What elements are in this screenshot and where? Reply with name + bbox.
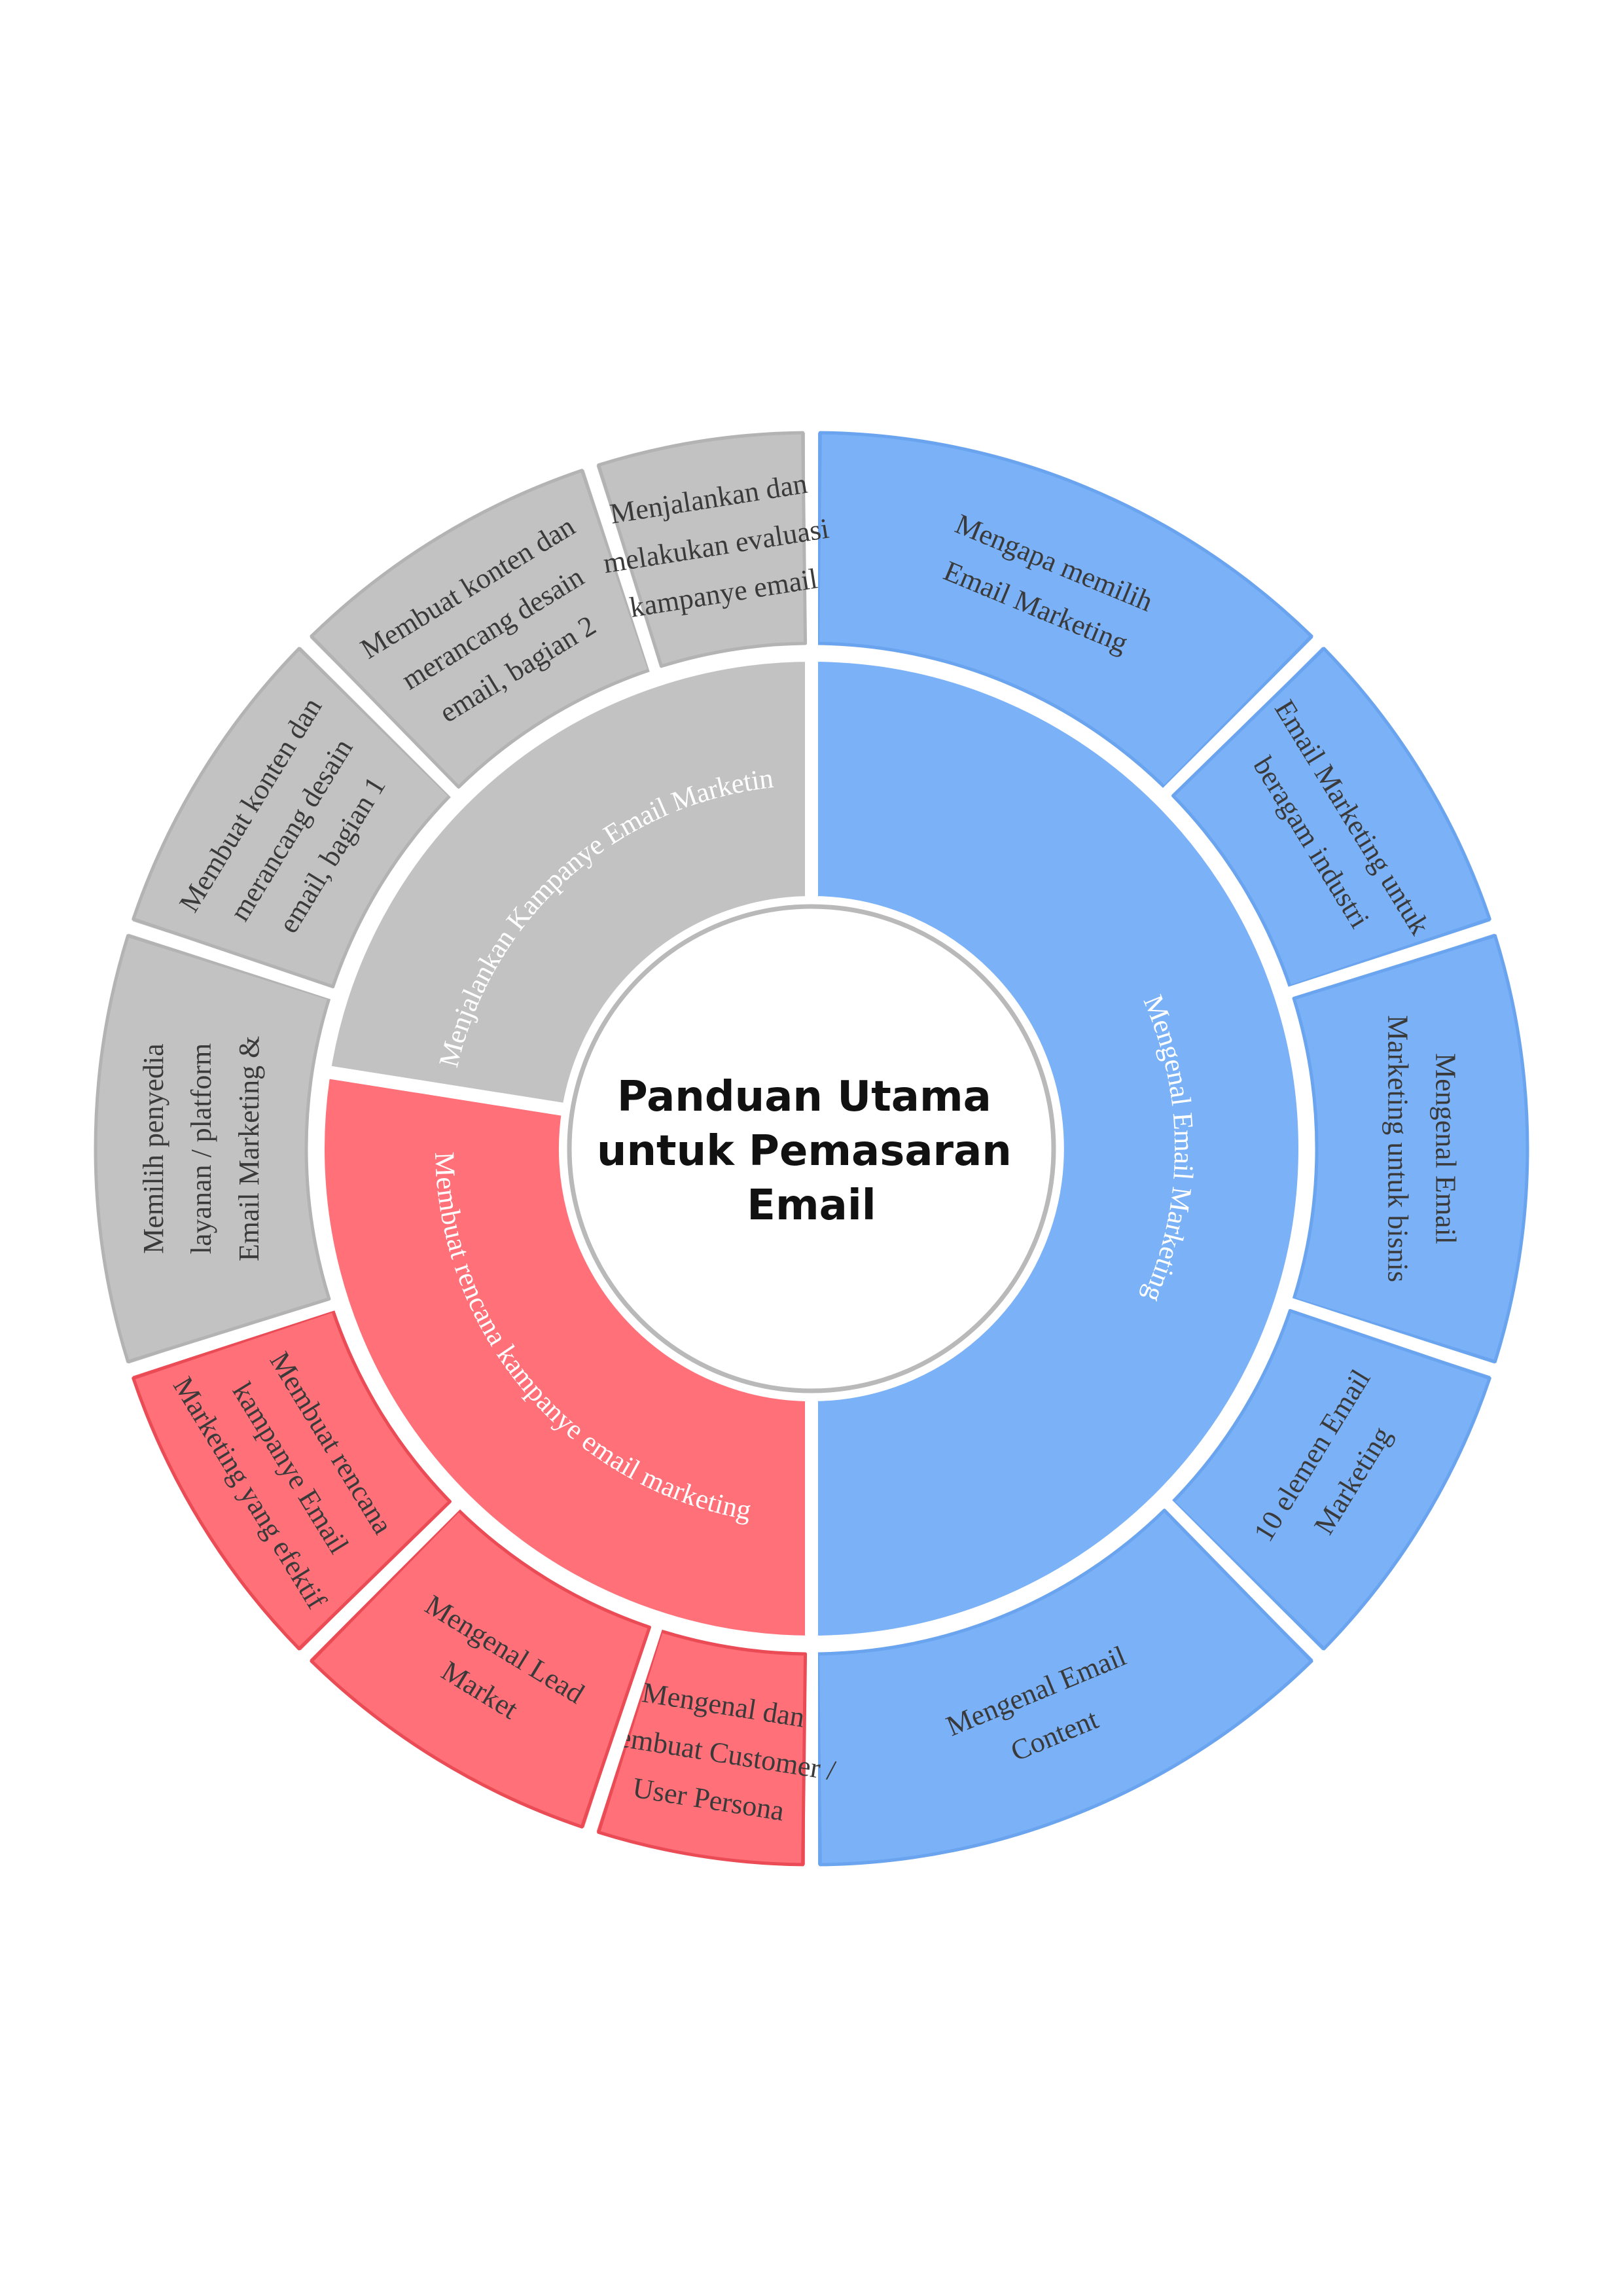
inner-segment-shape <box>312 1065 818 1649</box>
inner-segment-shape <box>805 649 1311 1649</box>
outer-segment-border <box>597 431 808 668</box>
outer-segment-label-line: Memilih penyedia <box>137 1043 169 1253</box>
center-title-line-1: Panduan Utama <box>617 1073 991 1121</box>
center-title: Panduan Utama untuk Pemasaran Email <box>597 1073 1026 1230</box>
outer-segment-label-line: Email Marketing & <box>233 1036 265 1262</box>
outer-segment-1: Mengapa memilihEmail Marketing <box>805 420 1329 803</box>
outer-segment-label-line: Mengenal Email <box>1430 1053 1462 1244</box>
outer-segment-border <box>94 934 331 1363</box>
outer-segment-border <box>597 1629 808 1867</box>
center-title-line-3: Email <box>747 1181 876 1230</box>
inner-segment-1: Mengenal Email Marketing <box>805 649 1311 1649</box>
outer-segment-9: Memilih penyedia layanan / platform Email … <box>82 918 344 1379</box>
center-circle: Panduan Utama untuk Pemasaran Email <box>567 904 1056 1393</box>
outer-segment-border <box>1292 934 1529 1363</box>
outer-segment-border <box>132 647 452 988</box>
outer-segment-12: Menjalankan danmelakukan evaluasikampany… <box>581 420 831 681</box>
outer-segment-3: Mengenal Email Marketing untuk bisnis <box>1279 918 1541 1379</box>
outer-segment-border <box>815 1509 1313 1867</box>
outer-segment-border <box>310 1509 651 1829</box>
outer-segment-border <box>132 1309 452 1651</box>
outer-segment-label-line: layanan / platform <box>185 1043 217 1255</box>
outer-segment-border <box>1171 1309 1491 1651</box>
outer-segment-border <box>1171 647 1491 988</box>
outer-segment-label: Memilih penyedia layanan / platform Email … <box>137 1036 265 1262</box>
center-title-line-2: untuk Pemasaran <box>597 1127 1012 1175</box>
outer-segment-border <box>815 431 1313 789</box>
outer-segment-label-line: Marketing untuk bisnis <box>1382 1015 1414 1282</box>
outer-segment-border <box>310 469 651 789</box>
outer-segment-label: Mengenal Email Marketing untuk bisnis <box>1382 1015 1462 1282</box>
inner-segment-shape <box>317 649 818 1117</box>
